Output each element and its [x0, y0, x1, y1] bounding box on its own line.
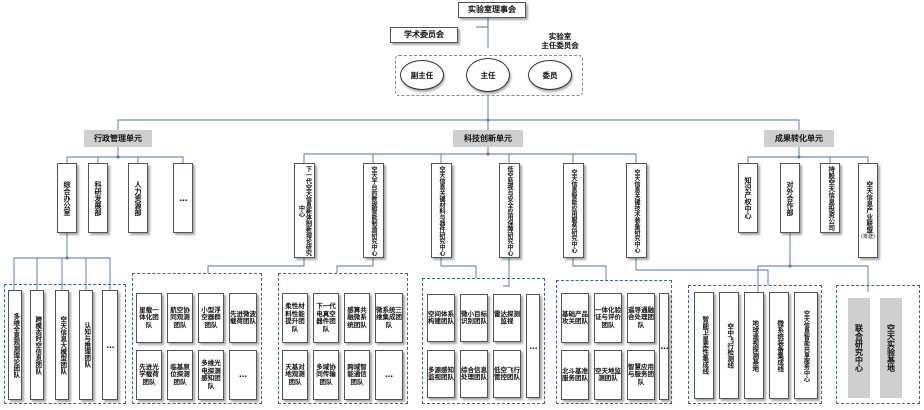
team: 星载一体化团队 — [136, 293, 162, 343]
team: 低空飞行管控团队 — [493, 350, 521, 398]
team: 航空协同观测团队 — [167, 293, 193, 343]
team-more: … — [375, 350, 403, 400]
team: 空天地监测团队 — [594, 350, 622, 400]
team: 先进光学载荷团队 — [136, 350, 162, 400]
team: 地球遥视探测基地 — [744, 292, 764, 399]
center-next-gen: 下一代空天信息新体制新理论研究中心 — [294, 163, 315, 258]
team: 下一代电真空器件团队 — [313, 293, 339, 343]
ip-center: 知识产权中心 — [738, 163, 758, 233]
team: 空中飞行检测线 — [719, 292, 739, 399]
team-group-4 — [556, 280, 672, 404]
team: 空天信息智能共享服务中心 — [794, 292, 818, 399]
hr-dept: 人力资源部 — [128, 163, 148, 233]
team-more: … — [526, 294, 540, 398]
team: 认知与推理团队 — [79, 290, 93, 400]
result-unit: 成果转化单元 — [764, 130, 834, 147]
team-group-3 — [422, 278, 545, 404]
team: 多维全息观测理论团队 — [8, 290, 22, 400]
deputy-director: 副主任 — [400, 60, 444, 90]
team-more: … — [659, 293, 669, 400]
team-group-5 — [688, 285, 822, 404]
aerospace-test-base: 空天实验基地 — [880, 298, 902, 398]
joint-research-center: 联合研究中心 — [848, 298, 870, 398]
research-dept: 科研发展部 — [88, 163, 108, 233]
center-materials: 空天信息关键材料与器件研究中心 — [431, 163, 452, 258]
admin-unit: 行政管理单元 — [84, 130, 152, 147]
team: 先进微波载荷团队 — [229, 293, 257, 343]
team: 跨模态时空信息团队 — [30, 290, 44, 400]
academic-committee-box: 学术委员会 — [390, 27, 458, 43]
team: 感算共融微系统团队 — [344, 293, 370, 343]
team: 基础产品攻关团队 — [561, 293, 589, 343]
team-more: … — [229, 350, 257, 400]
team: 北斗基准服务团队 — [561, 350, 589, 400]
team: 综合信息处理团队 — [460, 350, 488, 398]
team: 柔性材料性能提升团队 — [282, 293, 308, 343]
industry-alliance: 空天信息产业联盟 — [864, 180, 873, 233]
team: 空间体系构建团队 — [427, 294, 455, 342]
center-applications: 空天信息智能应用服务研究中心 — [563, 163, 584, 258]
team-more: … — [102, 290, 118, 400]
committee-frame — [395, 55, 583, 96]
admin-more: … — [173, 163, 193, 233]
team: 临基原位探测团队 — [167, 350, 193, 400]
team: 雷达探测监视 — [493, 294, 521, 342]
industry-alliance-box: 空天信息产业联盟 (筹建) — [858, 163, 878, 258]
alliance-note: (筹建) — [861, 233, 875, 240]
external-cooperation: 对外合作部 — [780, 163, 800, 233]
team: 微系统装备集成线 — [769, 292, 789, 399]
team-group-2 — [278, 273, 408, 404]
team: 微系统三维集成团队 — [375, 293, 403, 343]
team: 天基对地观测团队 — [282, 350, 308, 400]
team: 多维光电探测感知团队 — [198, 350, 224, 400]
center-low-altitude: 低空监视与安全应用保障研究中心 — [499, 163, 520, 258]
team: 智能卫星柔性集成线 — [694, 292, 714, 399]
team-group-admin — [4, 284, 126, 404]
team: 微小目标识别团队 — [460, 294, 488, 342]
team: 智慧应用与服务团队 — [627, 350, 655, 400]
investment-company: 持股空天信息投资公司 — [820, 163, 840, 233]
committee-label: 实验室 主任委员会 — [541, 32, 579, 50]
council-box: 实验室理事会 — [458, 2, 526, 18]
tech-unit: 科技创新单元 — [453, 130, 523, 147]
team: 跨域智能通信团队 — [344, 350, 370, 400]
center-intelligent-mfg: 空天平台的数据智能制造研究中心 — [363, 163, 384, 258]
team: 遥导通融合处理团队 — [627, 293, 655, 343]
team: 一体化验证与评价团队 — [594, 293, 622, 343]
team: 空天信息大模型团队 — [55, 290, 69, 400]
committee-member: 委员 — [528, 60, 572, 90]
team-group-6 — [836, 285, 920, 404]
director: 主任 — [466, 58, 510, 92]
team: 小型浮空器群团队 — [198, 293, 224, 343]
admin-office: 综合办公室 — [57, 163, 77, 233]
center-equipment: 空天信息关键技术装备研究中心 — [626, 163, 647, 258]
team: 多源感知监视团队 — [427, 350, 455, 398]
team: 多域协同传输团队 — [313, 350, 339, 400]
team-group-1 — [132, 273, 262, 404]
